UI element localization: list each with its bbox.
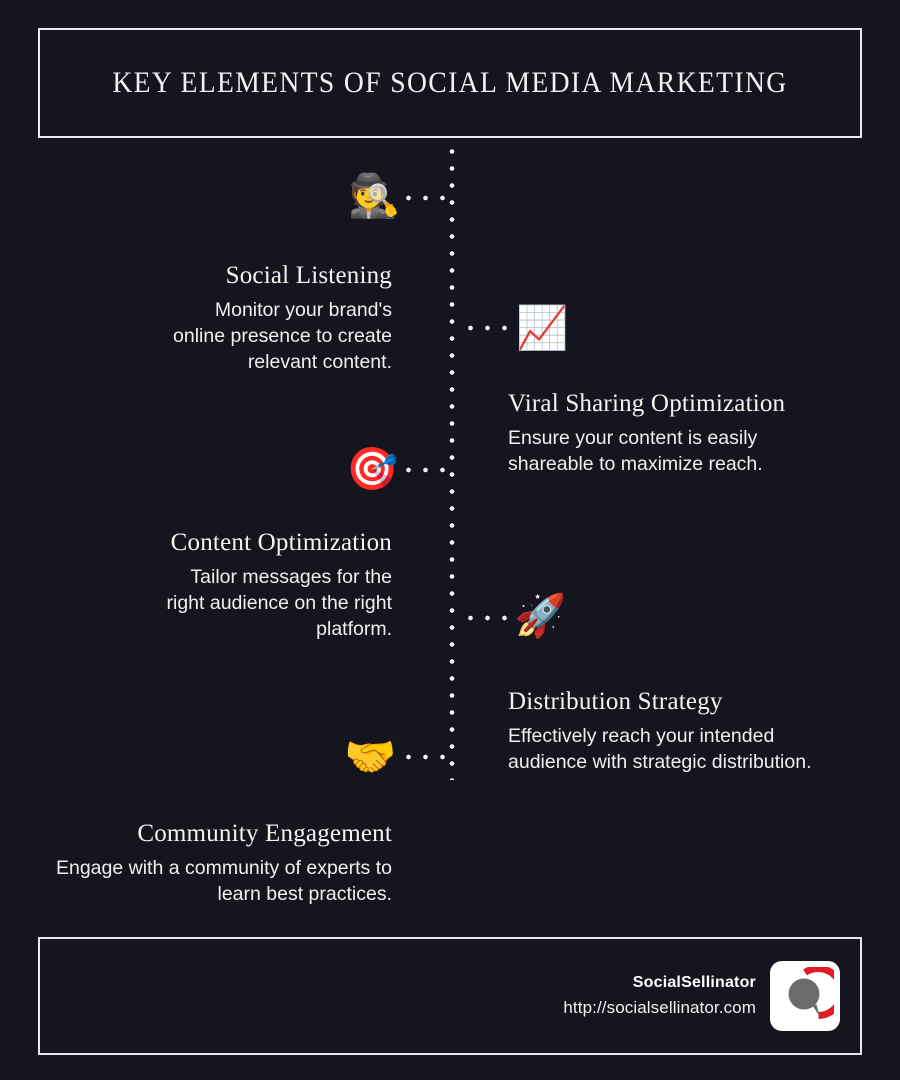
brand-name: SocialSellinator [632, 974, 756, 991]
item-community-engagement: Community Engagement Engage with a commu… [38, 820, 392, 907]
item-content-optimization: Content Optimization Tailor messages for… [38, 529, 393, 642]
item-viral-sharing-optimization: Viral Sharing Optimization Ensure your c… [508, 390, 862, 477]
item-distribution-strategy: Distribution Strategy Effectively reach … [508, 688, 862, 775]
item-title: Social Listening [225, 262, 392, 289]
dart-target-icon: 🎯 [346, 444, 399, 493]
connector-dots-3 [400, 466, 456, 474]
page-title: KEY ELEMENTS OF SOCIAL MEDIA MARKETING [112, 66, 788, 99]
footer-frame: SocialSellinator http://socialsellinator… [38, 937, 862, 1055]
handshake-icon: 🤝 [344, 732, 397, 781]
item-title: Content Optimization [170, 529, 392, 556]
item-description: Engage with a community of experts to le… [55, 857, 392, 906]
item-description: Effectively reach your intended audience… [508, 725, 812, 774]
connector-dots-4 [462, 614, 518, 622]
timeline-spine [448, 143, 456, 780]
item-title: Community Engagement [137, 820, 392, 847]
connector-dots-5 [400, 753, 456, 761]
footer-branding: SocialSellinator http://socialsellinator… [563, 939, 840, 1053]
item-description: Ensure your content is easily shareable … [508, 427, 763, 476]
detective-icon: 🕵️ [348, 171, 401, 220]
item-title: Distribution Strategy [508, 688, 723, 715]
header-frame: KEY ELEMENTS OF SOCIAL MEDIA MARKETING [38, 28, 862, 138]
rocket-icon: 🚀 [514, 591, 567, 640]
brand-url[interactable]: http://socialsellinator.com [563, 998, 756, 1017]
footer-text-group: SocialSellinator http://socialsellinator… [563, 974, 756, 1018]
item-description: Monitor your brand's online presence to … [173, 299, 392, 374]
item-description: Tailor messages for the right audience o… [166, 566, 393, 641]
socialsellinator-logo [770, 961, 840, 1031]
item-social-listening: Social Listening Monitor your brand's on… [38, 262, 392, 375]
item-title: Viral Sharing Optimization [508, 390, 786, 417]
chart-increasing-icon: 📈 [516, 303, 569, 352]
logo-mark-icon [788, 967, 834, 1019]
connector-dots-2 [462, 324, 518, 332]
connector-dots-1 [400, 194, 456, 202]
